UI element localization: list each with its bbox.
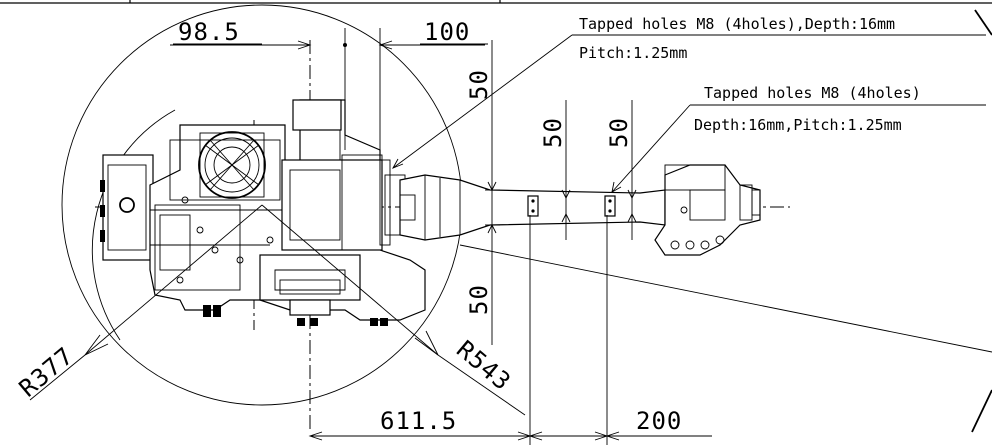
robot-arm bbox=[399, 174, 666, 241]
dim-50-top: 50 bbox=[465, 69, 493, 100]
robot-base bbox=[100, 99, 426, 326]
dim-200: 200 bbox=[636, 407, 682, 435]
radius-543: R543 bbox=[451, 335, 516, 396]
dim-top bbox=[170, 28, 488, 170]
callout-holes-a-line2: Pitch:1.25mm bbox=[579, 44, 687, 62]
dim-50-right-2: 50 bbox=[605, 117, 633, 148]
dim-bottom bbox=[308, 215, 712, 445]
robot-wrist bbox=[654, 164, 761, 256]
radius-377: R377 bbox=[14, 341, 79, 402]
radius-leaders bbox=[29, 204, 526, 416]
dim-100: 100 bbox=[424, 18, 470, 46]
dim-50-right-1: 50 bbox=[539, 117, 567, 148]
dim-50-bottom: 50 bbox=[465, 284, 493, 315]
title-block-border bbox=[0, 0, 992, 4]
dim-611-5: 611.5 bbox=[380, 407, 457, 435]
dim-arm-vertical bbox=[485, 40, 500, 345]
callout-leaders bbox=[391, 34, 986, 193]
view-edge-right bbox=[459, 9, 992, 433]
callout-holes-b-line1: Tapped holes M8 (4holes) bbox=[704, 84, 921, 102]
callout-holes-b-line2: Depth:16mm,Pitch:1.25mm bbox=[694, 116, 902, 134]
callout-holes-a-line1: Tapped holes M8 (4holes),Depth:16mm bbox=[579, 15, 895, 33]
dim-98-5: 98.5 bbox=[178, 18, 240, 46]
